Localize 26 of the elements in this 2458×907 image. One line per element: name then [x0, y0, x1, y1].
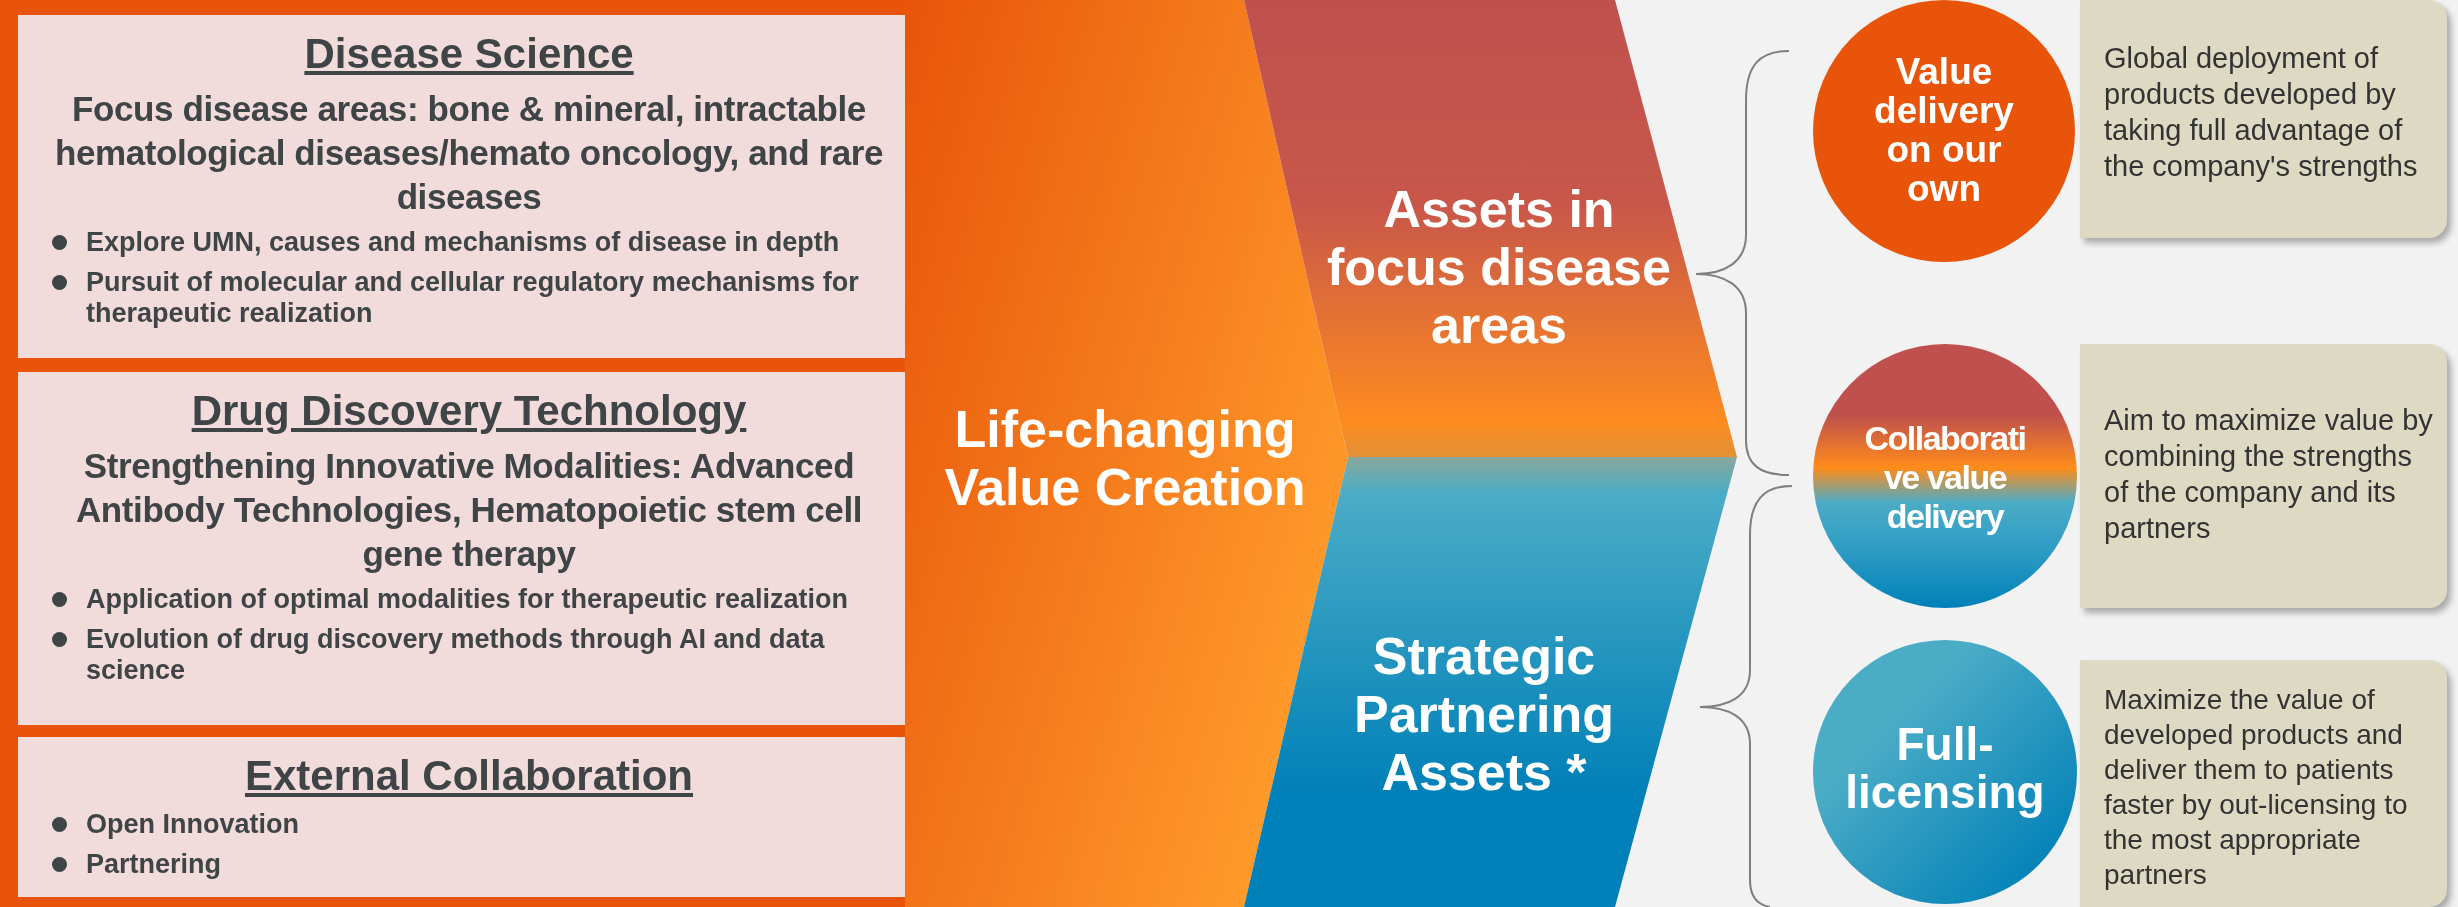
section-heading: Disease Science [304, 29, 634, 79]
description-card [2080, 344, 2447, 608]
section-heading: External Collaboration [244, 751, 694, 801]
section-heading: Drug Discovery Technology [191, 386, 747, 436]
section-subheading: Strengthening Innovative Modalities: Advanced Antibody Technologies, Hematopoietic stem cell gene therapy [74, 445, 864, 575]
shape-label: Assets in focus disease areas [1326, 180, 1672, 354]
description-text: Aim to maximize value by combining the strengths of the company and its partners [2104, 403, 2434, 546]
description-text: Maximize the value of developed products and deliver them to patients faster by out-licensing to the most appropriate partners [2104, 683, 2409, 892]
section-panel [18, 15, 908, 358]
description-card [2080, 660, 2447, 907]
bullet-item: Explore UMN, causes and mechanisms of disease in depth [40, 227, 898, 258]
section-panel [18, 372, 908, 725]
section-panel [18, 737, 908, 897]
description-card [2080, 0, 2447, 238]
circle-label: Value delivery on our own [1873, 52, 2015, 208]
circle-label: Collaborative value delivery [1863, 419, 2027, 536]
description-text: Global deployment of products developed by taking full advantage of the company's strengths [2104, 41, 2419, 184]
circle-label: Full-licensing [1844, 720, 2046, 816]
bullet-item: Pursuit of molecular and cellular regulatory mechanisms for therapeutic realization [40, 267, 898, 329]
shape-label: Strategic Partnering Assets * [1352, 627, 1616, 801]
bullet-item: Partnering [40, 849, 898, 880]
section-subheading: Focus disease areas: bone & mineral, intractable hematological diseases/hemato oncology, and rare diseases [53, 88, 885, 218]
bullet-item: Evolution of drug discovery methods through AI and data science [40, 624, 898, 686]
bullet-item: Open Innovation [40, 809, 898, 840]
bullet-item: Application of optimal modalities for therapeutic realization [40, 584, 898, 615]
shape-label: Life-changing Value Creation [943, 400, 1307, 516]
